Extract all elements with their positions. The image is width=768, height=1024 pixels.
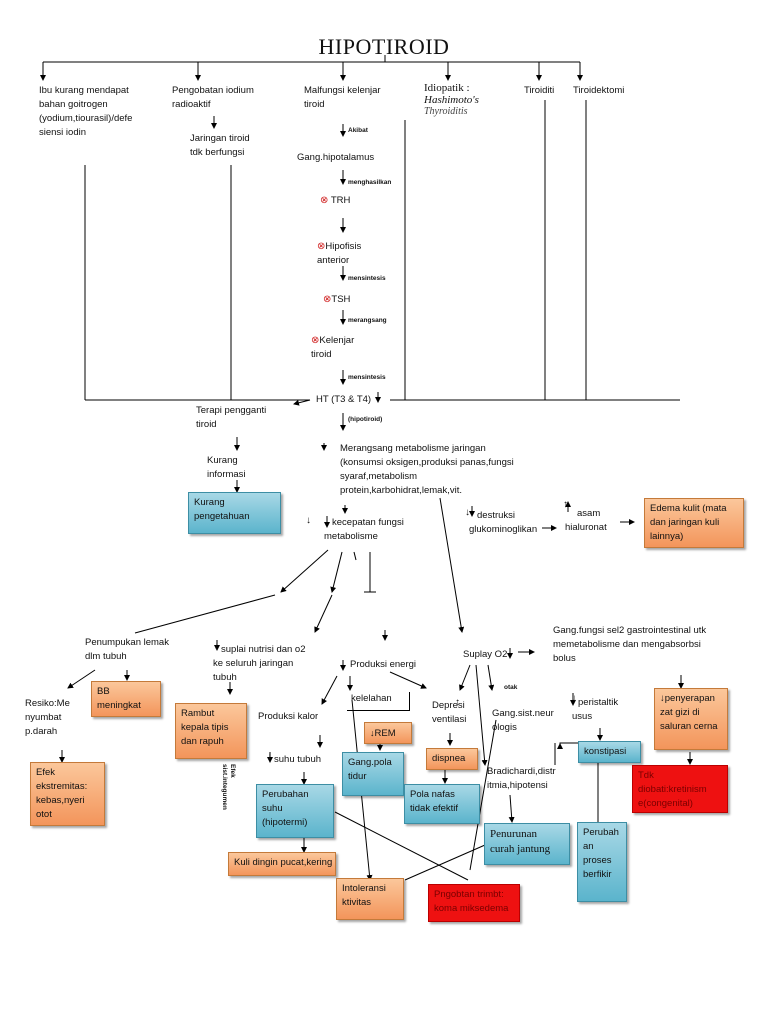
produksi-energi-node: Produksi energi bbox=[350, 659, 417, 670]
down-arrow-icon: ↓ bbox=[572, 693, 577, 704]
pengobatan-trimbt-box: Pngobtan trimbt:koma miksedema bbox=[428, 884, 520, 922]
inhibit-icon: ⊗ bbox=[323, 294, 332, 305]
produksi-kalor-node: Produksi kalor bbox=[258, 711, 319, 722]
merangsang-label: merangsang bbox=[348, 317, 387, 324]
otak-label: otak bbox=[504, 684, 518, 691]
mensintesis-label-1: mensintesis bbox=[348, 275, 386, 282]
cause-idiopatik: Idiopatik : Hashimoto's Thyroiditis bbox=[424, 82, 479, 117]
down-arrow-icon: ↓ bbox=[465, 507, 470, 518]
up-arrow-icon: ↑ bbox=[563, 499, 568, 510]
tsh-node: ⊗TSH bbox=[323, 294, 351, 305]
konstipasi-box: konstipasi bbox=[578, 741, 641, 763]
menghasilkan-label: menghasilkan bbox=[348, 179, 392, 186]
inhibit-icon: ⊗ bbox=[311, 335, 320, 346]
trh-node: ⊗ TRH bbox=[320, 195, 351, 206]
hipofisis-node: ⊗Hipofisis anterior bbox=[317, 241, 362, 266]
metabolisme-node: Merangsang metabolisme jaringan(konsumsi… bbox=[340, 443, 514, 496]
mensintesis-label-2: mensintesis bbox=[348, 374, 386, 381]
inhibit-icon: ⊗ bbox=[317, 241, 326, 252]
dispnea-box: dispnea bbox=[426, 748, 478, 770]
up-arrow-icon: ↑ bbox=[455, 697, 460, 708]
kelenjar-tiroid-node: ⊗Kelenjar tiroid bbox=[311, 335, 355, 360]
suhu-tubuh-node: suhu tubuh bbox=[274, 754, 322, 765]
akibat-label: Akibat bbox=[348, 127, 368, 134]
cause-tiroidektomi: Tiroidektomi bbox=[573, 85, 625, 96]
cause-tiroiditi: Tiroiditi bbox=[524, 85, 555, 96]
hipotalamus-node: Gang.hipotalamus bbox=[297, 152, 375, 163]
hipotiroid-label: (hipotiroid) bbox=[348, 416, 383, 423]
down-arrow-icon: ↓ bbox=[306, 515, 311, 526]
down-arrow-icon: ↓ bbox=[267, 751, 272, 762]
rem-box: ↓REM bbox=[364, 722, 412, 744]
diagram-title: HIPOTIROID bbox=[318, 34, 450, 59]
down-arrow-icon: ↓ bbox=[214, 641, 219, 652]
kulit-dingin-box: Kuli dingin pucat,kering bbox=[228, 852, 336, 876]
kelelahan-node: kelelahan bbox=[347, 692, 410, 711]
suplay-o2-node: Suplay O2 bbox=[463, 649, 508, 660]
inhibit-icon: ⊗ bbox=[320, 195, 329, 206]
ht-node: HT (T3 & T4) bbox=[316, 394, 372, 405]
